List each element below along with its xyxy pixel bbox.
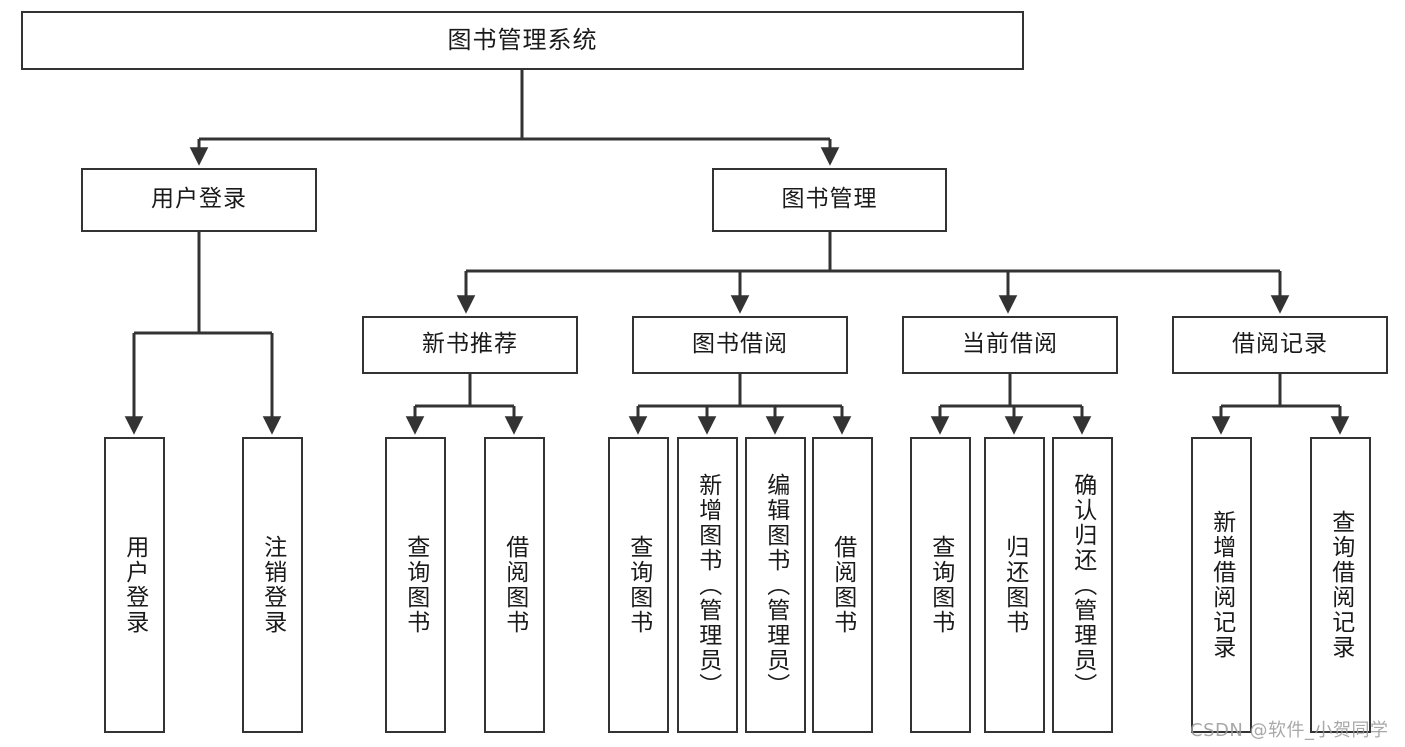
leaf-query-book-current[interactable]: 查询图书 <box>910 437 971 733</box>
node-label: 借阅图书 <box>829 535 856 635</box>
leaf-query-borrow-record[interactable]: 查询借阅记录 <box>1310 437 1371 733</box>
node-label: 新书推荐 <box>422 331 518 358</box>
node-label: 图书借阅 <box>692 331 788 358</box>
leaf-borrow-book-rec[interactable]: 借阅图书 <box>484 437 545 733</box>
node-label: 新增借阅记录 <box>1208 510 1235 660</box>
node-label: 查询借阅记录 <box>1327 510 1354 660</box>
node-new-book-recommend[interactable]: 新书推荐 <box>362 316 578 374</box>
leaf-add-borrow-record[interactable]: 新增借阅记录 <box>1191 437 1252 733</box>
node-label: 归还图书 <box>1001 535 1028 635</box>
node-label: 借阅记录 <box>1232 331 1328 358</box>
leaf-edit-book-admin[interactable]: 编辑图书（管理员） <box>745 437 806 733</box>
leaf-query-book-rec[interactable]: 查询图书 <box>385 437 446 733</box>
leaf-logout[interactable]: 注销登录 <box>242 437 303 733</box>
node-book-borrow[interactable]: 图书借阅 <box>632 316 848 374</box>
node-label: 确认归还（管理员） <box>1069 472 1096 698</box>
node-label: 查询图书 <box>927 535 954 635</box>
node-current-borrow[interactable]: 当前借阅 <box>902 316 1118 374</box>
node-label: 用户登录 <box>121 535 148 635</box>
node-user-login[interactable]: 用户登录 <box>81 168 317 232</box>
leaf-add-book-admin[interactable]: 新增图书（管理员） <box>677 437 738 733</box>
node-label: 查询图书 <box>402 535 429 635</box>
node-borrow-record[interactable]: 借阅记录 <box>1172 316 1388 374</box>
node-label: 图书管理 <box>781 186 878 213</box>
csdn-watermark: CSDN @软件_小贺同学 <box>1190 720 1389 741</box>
node-label: 查询图书 <box>625 535 652 635</box>
node-label: 用户登录 <box>151 186 247 213</box>
node-label: 新增图书（管理员） <box>694 472 721 698</box>
node-label: 当前借阅 <box>962 331 1058 358</box>
node-label: 注销登录 <box>259 535 286 635</box>
node-root-system[interactable]: 图书管理系统 <box>21 11 1024 70</box>
leaf-borrow-book[interactable]: 借阅图书 <box>812 437 873 733</box>
leaf-confirm-return-admin[interactable]: 确认归还（管理员） <box>1052 437 1113 733</box>
leaf-user-login[interactable]: 用户登录 <box>104 437 165 733</box>
node-label: 编辑图书（管理员） <box>762 472 789 698</box>
leaf-query-book-borrow[interactable]: 查询图书 <box>608 437 669 733</box>
node-label: 借阅图书 <box>501 535 528 635</box>
node-label: 图书管理系统 <box>447 26 598 55</box>
node-book-management[interactable]: 图书管理 <box>712 168 947 232</box>
leaf-return-book[interactable]: 归还图书 <box>984 437 1045 733</box>
